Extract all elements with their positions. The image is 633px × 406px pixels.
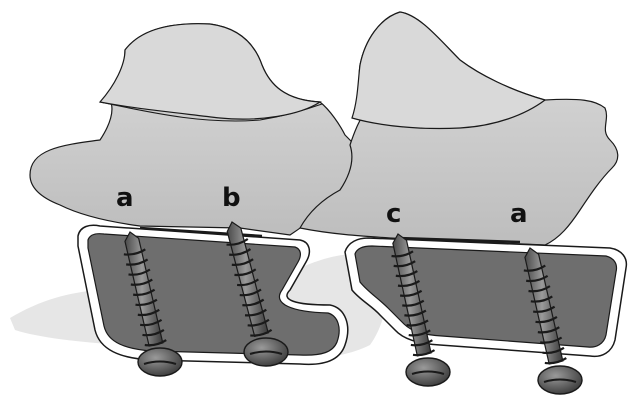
right-bone-fragment <box>300 12 618 245</box>
right-process-top <box>352 12 545 129</box>
right-plate <box>345 238 626 356</box>
label-left-b: b <box>222 183 241 213</box>
left-process-top <box>100 24 320 119</box>
label-right-c: c <box>386 199 401 229</box>
right-plate-body <box>355 246 617 347</box>
left-bone-fragment <box>30 24 368 235</box>
label-right-a: a <box>510 199 528 229</box>
label-left-a: a <box>116 183 134 213</box>
